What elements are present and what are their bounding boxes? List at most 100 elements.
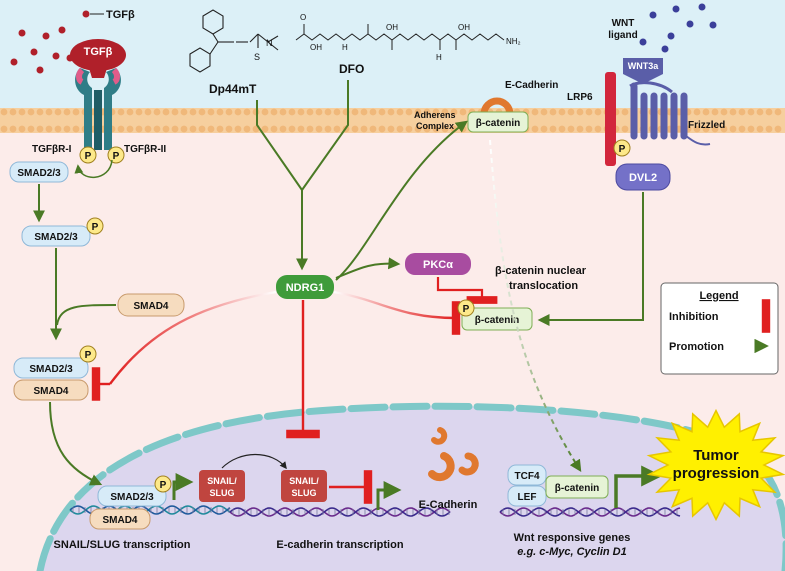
tgfb-dots-icon [10, 10, 90, 74]
nuclear-translocation-label-1: β-catenin nuclear [495, 265, 587, 277]
nuc-smad23-node [97, 485, 167, 507]
wnt-ligand-label-2: ligand [608, 30, 637, 41]
snail-protein-1 [199, 470, 245, 502]
membrane-bead [225, 108, 233, 116]
membrane-bead [297, 125, 305, 133]
membrane-bead [351, 108, 359, 116]
membrane-bead [405, 108, 413, 116]
membrane-bead [531, 125, 539, 133]
membrane-bead [396, 125, 404, 133]
nuc-smad23-phospho: P [154, 475, 172, 493]
nuc-bcatenin-label: β-catenin [555, 483, 599, 494]
membrane-bead [27, 108, 35, 116]
membrane-bead [18, 125, 26, 133]
snail-protein-2 [281, 470, 327, 502]
frizzled-tail [685, 135, 711, 146]
smad23-label-top: SMAD2/3 [17, 168, 61, 179]
membrane-bead [432, 108, 440, 116]
membrane-bead [153, 108, 161, 116]
tgfbr2-phospho: P [107, 146, 125, 164]
tgfb-receptor [70, 39, 126, 150]
lrp6-phospho: P [613, 139, 631, 157]
adherens-bcatenin-node [467, 111, 529, 133]
membrane-bead [360, 125, 368, 133]
wnt-genes-caption: Wnt responsive genes [514, 532, 631, 544]
membrane-bead [774, 108, 782, 116]
membrane-bead [216, 125, 224, 133]
ecadherin-transcription-arrow [376, 481, 402, 510]
snail-transcription-arrow [172, 473, 194, 500]
membrane-bead [738, 108, 746, 116]
svg-text:P: P [160, 480, 167, 491]
membrane-bead [162, 108, 170, 116]
dna-strand [499, 507, 681, 517]
smad4-join-line [56, 304, 117, 326]
smad23-phospho-node [21, 225, 91, 247]
nucleus [40, 406, 785, 571]
smad23-node-top [9, 161, 69, 183]
tgfb-ligand-label: TGFβ [84, 46, 113, 58]
membrane-bead [576, 125, 584, 133]
membrane-bead [234, 125, 242, 133]
membrane-bead [144, 125, 152, 133]
complex-smad23-phospho: P [79, 345, 97, 363]
membrane-bead [351, 125, 359, 133]
tumor-star-icon [646, 408, 785, 522]
snail1-label-1: SNAIL/ [207, 476, 237, 486]
svg-text:P: P [113, 151, 120, 162]
membrane-bead [72, 108, 80, 116]
dp44mt-s-atom: S [254, 52, 260, 62]
frizzled-label: Frizzled [688, 120, 725, 131]
dfo-oh-atom-3: OH [458, 23, 470, 32]
dfo-nh2-atom: NH₂ [506, 37, 521, 46]
ndrg1-node [276, 275, 334, 299]
membrane-bead [9, 125, 17, 133]
membrane-bead [459, 108, 467, 116]
ecadherin-ring-icon [480, 97, 514, 115]
membrane-bead [288, 108, 296, 116]
membrane-bead [36, 108, 44, 116]
tumor-label-1: Tumor [693, 447, 739, 464]
snail2-label-1: SNAIL/ [289, 476, 319, 486]
dvl2-to-bcatenin-arrow [537, 192, 644, 326]
adherens-label-1: Adherens [414, 110, 456, 120]
bcatenin-translocation-arrow [489, 139, 582, 473]
ndrg1-to-pkca-arrow [335, 257, 401, 279]
membrane-bead [63, 125, 71, 133]
wnt-ligand-label-1: WNT [612, 18, 635, 29]
membrane-bead [126, 108, 134, 116]
membrane-bead [594, 108, 602, 116]
membrane-bead [747, 125, 755, 133]
membrane-bead [306, 108, 314, 116]
tgfbr1-label: TGFβR-I [32, 144, 72, 155]
membrane-bead [540, 125, 548, 133]
membrane-bead [279, 108, 287, 116]
membrane-bead [711, 125, 719, 133]
tgfbr1-phospho: P [79, 146, 97, 164]
membrane-bead [333, 108, 341, 116]
dp44mt-n-atom: N [266, 38, 273, 48]
membrane-bead [378, 108, 386, 116]
wnt-dots-icon [639, 3, 717, 53]
frizzled-loop [629, 81, 673, 94]
ecadherin-transcription-caption: E-cadherin transcription [276, 539, 403, 551]
nuc-bcatenin-node [545, 475, 609, 499]
bcatenin-phospho: P [457, 299, 475, 317]
membrane-bead [387, 108, 395, 116]
dfo-o-atom: O [300, 13, 306, 22]
membrane-bead [432, 125, 440, 133]
membrane-bead [153, 125, 161, 133]
membrane-bead [549, 125, 557, 133]
complex-smad4-node [13, 379, 89, 401]
membrane-bead [324, 125, 332, 133]
tcf4-node [507, 464, 547, 486]
dna-strand [499, 507, 681, 517]
legend-title: Legend [699, 290, 738, 302]
tgfbr2-label: TGFβR-II [124, 144, 166, 155]
smad23-phospho-label: SMAD2/3 [34, 232, 78, 243]
smad4-node [117, 293, 185, 317]
membrane-bead [720, 125, 728, 133]
membrane-bead [702, 108, 710, 116]
